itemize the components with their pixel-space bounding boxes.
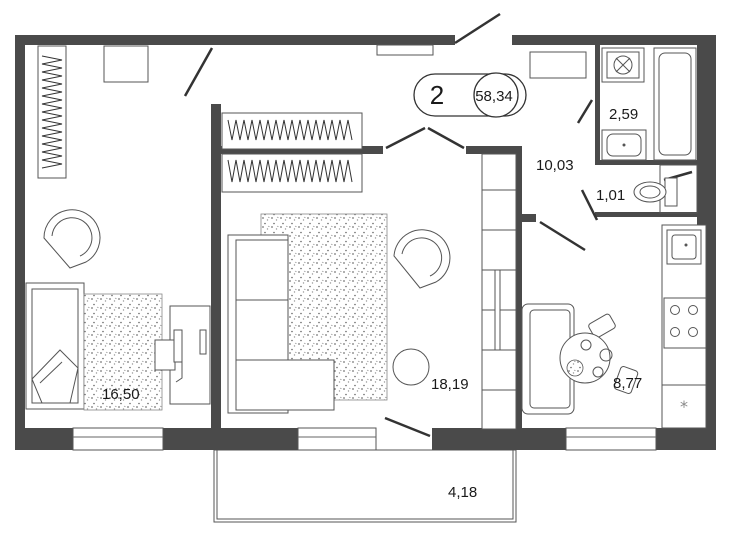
doors	[183, 12, 693, 438]
tv	[494, 269, 501, 351]
bathroom-fixtures	[601, 47, 697, 161]
outer-walls	[15, 35, 716, 450]
bedroom-furniture	[25, 45, 211, 411]
fridge-icon: *	[680, 397, 688, 416]
area-hall: 10,03	[536, 157, 574, 174]
toilet-fixtures	[633, 177, 678, 207]
toilet-bowl	[633, 181, 667, 203]
kitchen-furniture: *	[521, 224, 707, 429]
radiator	[221, 112, 363, 150]
stove	[663, 297, 707, 349]
dining-set	[559, 313, 639, 395]
rooms-count: 2	[430, 80, 444, 110]
windows	[72, 44, 657, 451]
hall-fixtures	[529, 51, 587, 79]
round-table	[392, 348, 430, 386]
area-kitchen: 8,77	[613, 375, 642, 392]
apartment-badge: 2 58,34	[413, 72, 527, 118]
area-labels: 16,50 18,19 10,03 2,59 1,01 8,77 4,18	[102, 106, 642, 501]
area-bedroom: 16,50	[102, 386, 140, 403]
rug	[83, 293, 163, 411]
living-furniture	[221, 112, 517, 430]
area-living: 18,19	[431, 376, 469, 393]
area-toilet: 1,01	[596, 187, 625, 204]
interior-walls	[211, 45, 706, 430]
area-bathroom: 2,59	[609, 106, 638, 123]
cabinet	[103, 45, 149, 83]
hall-mat	[529, 51, 587, 79]
total-area: 58,34	[475, 88, 513, 105]
fridge	[661, 384, 707, 429]
area-balcony: 4,18	[448, 484, 477, 501]
sofa	[227, 234, 335, 414]
armchair	[393, 229, 451, 289]
bathtub	[653, 47, 697, 161]
armchair	[43, 209, 101, 269]
